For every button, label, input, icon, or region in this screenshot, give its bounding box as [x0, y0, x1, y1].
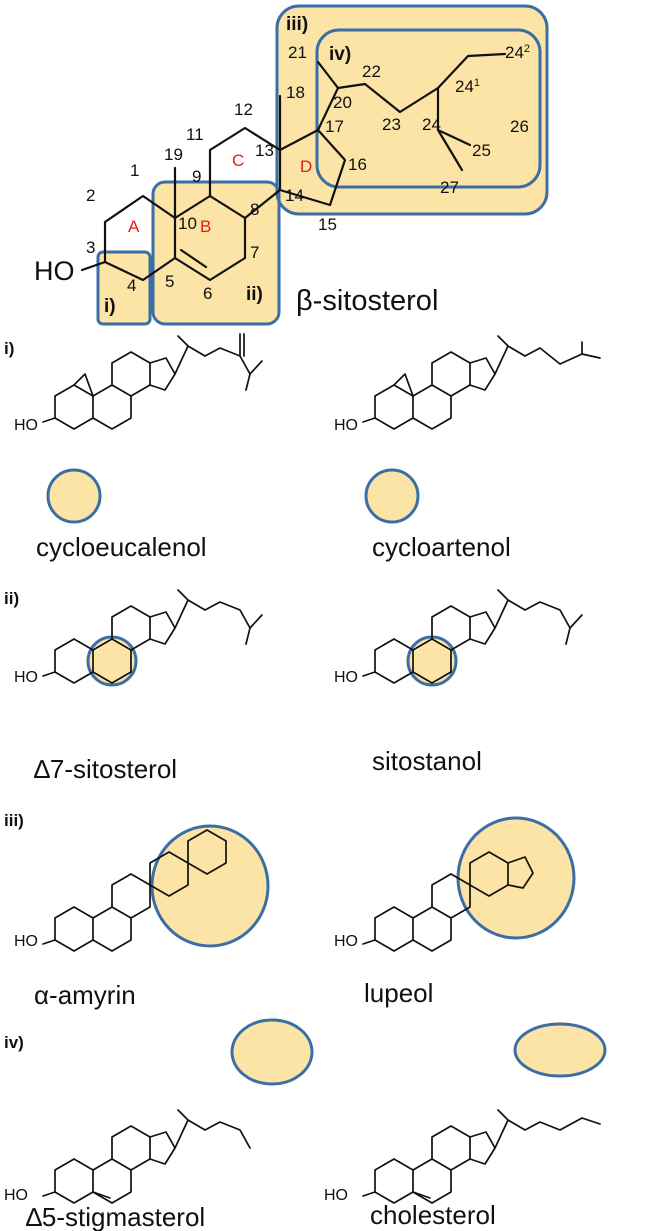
- carbon-7: 7: [250, 243, 259, 262]
- carbon-16: 16: [348, 155, 367, 174]
- section-iii: iii) HO α-amyrin HO lupeol: [4, 811, 576, 1010]
- carbon-9: 9: [192, 167, 201, 186]
- cycloartenol-name: cycloartenol: [372, 532, 511, 562]
- carbon-27: 27: [440, 178, 459, 197]
- carbon-15: 15: [318, 215, 337, 234]
- delta5-stigmasterol-hydroxyl: HO: [4, 1187, 28, 1204]
- delta7-sitosterol-structure: [42, 589, 263, 687]
- main-compound-name: β-sitosterol: [296, 285, 438, 317]
- lupeol-hydroxyl: HO: [334, 933, 358, 950]
- section-ii: ii) HO ∆7-sitosterol HO sitostanol: [4, 589, 583, 784]
- alpha-amyrin-hydroxyl: HO: [14, 933, 38, 950]
- carbon-5: 5: [165, 272, 174, 291]
- sitostanol-name: sitostanol: [372, 746, 482, 776]
- region-iii-box: [275, 4, 549, 216]
- region-i-box: [96, 250, 152, 326]
- section-label-i: i): [4, 339, 14, 358]
- cycloartenol-structure: [362, 335, 601, 524]
- carbon-19: 19: [164, 145, 183, 164]
- carbon-17: 17: [325, 117, 344, 136]
- carbon-14: 14: [285, 186, 304, 205]
- carbon-2: 2: [86, 186, 95, 205]
- carbon-13: 13: [255, 141, 274, 160]
- carbon-24-1: 241: [455, 77, 480, 96]
- section-label-iv: iv): [4, 1033, 24, 1052]
- delta5-stigmasterol-structure: [42, 1018, 314, 1204]
- carbon-23: 23: [382, 115, 401, 134]
- region-iv-box: [315, 28, 542, 189]
- carbon-6: 6: [203, 284, 212, 303]
- ring-label-a: A: [128, 217, 140, 236]
- cycloeucalenol-structure: [42, 333, 263, 524]
- cholesterol-structure: [362, 1022, 607, 1204]
- carbon-3: 3: [86, 238, 95, 257]
- carbon-1: 1: [130, 161, 139, 180]
- cholesterol-name: cholesterol: [370, 1200, 496, 1230]
- delta7-sitosterol-hydroxyl: HO: [14, 669, 38, 686]
- carbon-20: 20: [333, 93, 352, 112]
- cycloeucalenol-hydroxyl: HO: [14, 417, 38, 434]
- ring-label-b: B: [200, 217, 211, 236]
- carbon-24-2: 242: [505, 43, 530, 62]
- carbon-21: 21: [288, 43, 307, 62]
- section-label-ii: ii): [4, 589, 19, 608]
- alpha-amyrin-structure: [42, 824, 270, 952]
- lupeol-name: lupeol: [364, 978, 433, 1008]
- region-i-highlight: [98, 252, 150, 324]
- carbon-10: 10: [178, 214, 197, 233]
- ring-label-c: C: [232, 151, 244, 170]
- carbon-22: 22: [362, 62, 381, 81]
- beta-sitosterol-structure: HO A B C D 1 2 3 4 5 6 7 8 9 10 11 12 13…: [34, 4, 549, 326]
- carbon-12: 12: [234, 100, 253, 119]
- region-ii-highlight: [153, 182, 279, 324]
- region-label-i: i): [104, 296, 116, 317]
- cholesterol-hydroxyl: HO: [324, 1187, 348, 1204]
- carbon-8: 8: [250, 200, 259, 219]
- main-hydroxyl: HO: [34, 256, 75, 286]
- region-label-ii: ii): [246, 284, 263, 305]
- carbon-26: 26: [510, 117, 529, 136]
- carbon-11: 11: [186, 125, 204, 144]
- carbon-24: 24: [422, 115, 441, 134]
- delta5-stigmasterol-name: ∆5-stigmasterol: [26, 1202, 205, 1231]
- carbon-18: 18: [286, 83, 305, 102]
- section-label-iii: iii): [4, 811, 24, 830]
- sitostanol-hydroxyl: HO: [334, 669, 358, 686]
- section-i: i) HO cycloeucalenol HO cycloartenol: [4, 333, 601, 562]
- carbon-4: 4: [127, 276, 136, 295]
- cycloeucalenol-name: cycloeucalenol: [36, 532, 207, 562]
- region-ii-box: [151, 180, 281, 326]
- lupeol-structure: [362, 816, 576, 952]
- cycloartenol-hydroxyl: HO: [334, 417, 358, 434]
- delta7-sitosterol-name: ∆7-sitosterol: [34, 754, 177, 784]
- section-iv: iv) HO ∆5-stigmasterol HO cholesterol: [4, 1018, 607, 1231]
- carbon-25: 25: [472, 141, 491, 160]
- alpha-amyrin-name: α-amyrin: [34, 980, 136, 1010]
- region-label-iii: iii): [286, 14, 308, 35]
- sitostanol-structure: [362, 589, 583, 687]
- ring-label-d: D: [300, 157, 312, 176]
- region-label-iv: iv): [329, 44, 351, 65]
